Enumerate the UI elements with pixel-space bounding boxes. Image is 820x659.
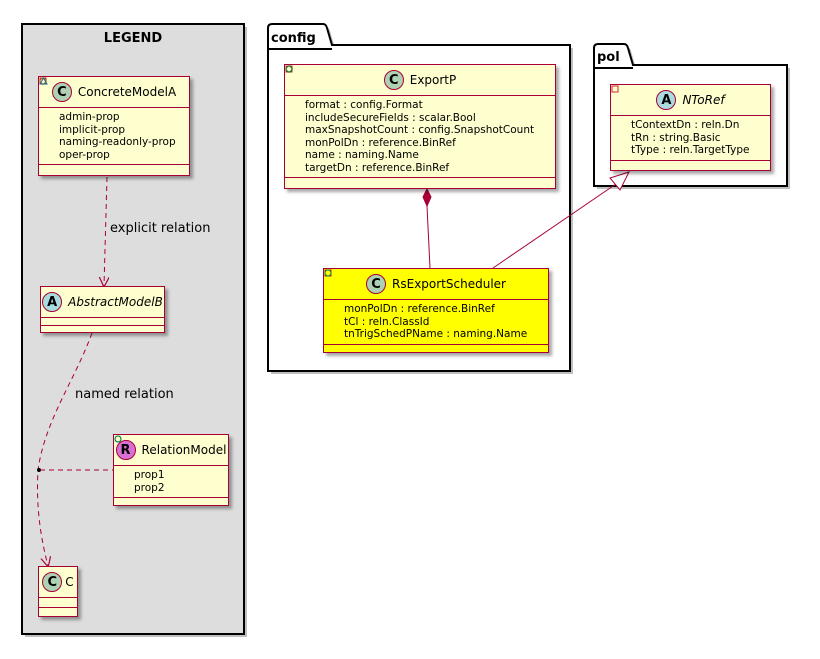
field-text: format : config.Format	[305, 99, 423, 111]
class-methods	[611, 161, 770, 167]
class-n-to-ref[interactable]: A NToRef tContextDn : reln.Dn tRn : stri…	[610, 84, 771, 171]
class-fields: admin-prop implicit-prop naming-readonly…	[39, 77, 189, 165]
class-methods	[324, 345, 548, 351]
field-row: prop1	[114, 435, 224, 482]
field-row: oper-prop	[39, 77, 185, 162]
class-methods	[41, 326, 164, 332]
field-text: tCl : reln.ClassId	[344, 315, 430, 328]
config-package-title: config	[271, 31, 316, 46]
field-row: prop2	[114, 435, 224, 495]
class-fields	[41, 318, 164, 326]
explicit-relation-edge	[104, 176, 107, 286]
class-name: ExportP	[409, 73, 457, 87]
field-text: includeSecureFields : scalar.Bool	[305, 111, 476, 124]
class-header: C ExportP	[285, 65, 555, 96]
class-fields: tContextDn : reln.Dn tRn : string.Basic …	[611, 85, 770, 161]
class-badge-icon: C	[51, 82, 72, 102]
class-methods	[39, 165, 189, 171]
abstract-badge-icon: A	[42, 292, 63, 312]
field-row: tType : reln.TargetType	[611, 85, 766, 157]
class-export-p[interactable]: C ExportP format : config.Format include…	[284, 64, 556, 189]
class-badge-icon: C	[366, 274, 387, 294]
class-badge-icon: C	[42, 572, 63, 592]
class-abstract-model-b[interactable]: A AbstractModelB	[40, 286, 165, 333]
field-text: tnTrigSchedPName : naming.Name	[344, 328, 528, 340]
field-row: tContextDn : reln.Dn	[611, 85, 766, 132]
field-row: tCl : reln.ClassId	[324, 269, 544, 329]
class-methods	[114, 498, 228, 504]
class-name: ConcreteModelA	[77, 85, 177, 99]
named-relation-label: named relation	[75, 387, 174, 402]
class-badge-icon: C	[383, 70, 404, 90]
field-text: monPolDn : reference.BinRef	[344, 303, 495, 315]
field-row: tRn : string.Basic	[611, 85, 766, 145]
field-row: name : naming.Name	[285, 65, 551, 162]
named-relation-edge	[37, 332, 93, 566]
class-name: NToRef	[682, 93, 725, 107]
field-row: monPolDn : reference.BinRef	[324, 269, 544, 316]
field-text: naming-readonly-prop	[59, 136, 176, 148]
class-name: AbstractModelB	[68, 295, 163, 309]
class-header: A AbstractModelB	[41, 287, 164, 318]
field-row: format : config.Format	[285, 65, 551, 112]
class-header: C C	[39, 567, 77, 598]
field-text: admin-prop	[59, 111, 120, 123]
composition-edge	[422, 187, 432, 269]
field-text: monPolDn : reference.BinRef	[305, 136, 456, 149]
class-relation-model[interactable]: R RelationModel prop1 prop2	[113, 434, 229, 506]
class-methods	[285, 178, 555, 184]
field-text: prop2	[134, 481, 165, 494]
field-text: oper-prop	[59, 148, 110, 161]
field-row: implicit-prop	[39, 77, 185, 137]
field-text: tType : reln.TargetType	[631, 144, 750, 156]
pol-package-title: pol	[597, 50, 620, 65]
field-row: includeSecureFields : scalar.Bool	[285, 65, 551, 125]
class-name: RsExportScheduler	[392, 277, 506, 291]
class-header: C RsExportScheduler	[324, 269, 548, 300]
legend-title: LEGEND	[103, 31, 163, 46]
field-text: name : naming.Name	[305, 149, 419, 161]
field-row: targetDn : reference.BinRef	[285, 65, 551, 175]
class-header: R RelationModel	[114, 435, 228, 466]
class-concrete-model-a[interactable]: C ConcreteModelA admin-prop implicit-pro…	[38, 76, 190, 176]
field-text: maxSnapshotCount : config.SnapshotCount	[305, 124, 535, 136]
field-text: implicit-prop	[59, 123, 126, 136]
class-fields	[39, 598, 77, 608]
field-row: admin-prop	[39, 77, 185, 124]
class-name: C	[65, 575, 74, 589]
class-name: RelationModel	[141, 443, 227, 457]
field-text: tContextDn : reln.Dn	[631, 119, 740, 131]
class-fields: monPolDn : reference.BinRef tCl : reln.C…	[324, 269, 548, 345]
relation-badge-icon: R	[115, 440, 136, 460]
class-header: C ConcreteModelA	[39, 77, 189, 108]
class-fields: format : config.Format includeSecureFiel…	[285, 65, 555, 178]
class-rs-export-scheduler[interactable]: C RsExportScheduler monPolDn : reference…	[323, 268, 549, 353]
class-methods	[39, 608, 77, 614]
relation-junction-dot	[37, 468, 41, 472]
generalization-edge	[492, 171, 630, 269]
field-row: tnTrigSchedPName : naming.Name	[324, 269, 544, 341]
class-header: A NToRef	[611, 85, 770, 116]
abstract-badge-icon: A	[656, 90, 677, 110]
class-c[interactable]: C C	[38, 566, 78, 617]
field-row: monPolDn : reference.BinRef	[285, 65, 551, 150]
field-row: naming-readonly-prop	[39, 77, 185, 149]
field-row: maxSnapshotCount : config.SnapshotCount	[285, 65, 551, 137]
field-text: targetDn : reference.BinRef	[305, 161, 450, 174]
field-text: prop1	[134, 469, 165, 481]
field-text: tRn : string.Basic	[631, 131, 721, 144]
class-fields: prop1 prop2	[114, 435, 228, 498]
explicit-relation-label: explicit relation	[110, 221, 211, 236]
